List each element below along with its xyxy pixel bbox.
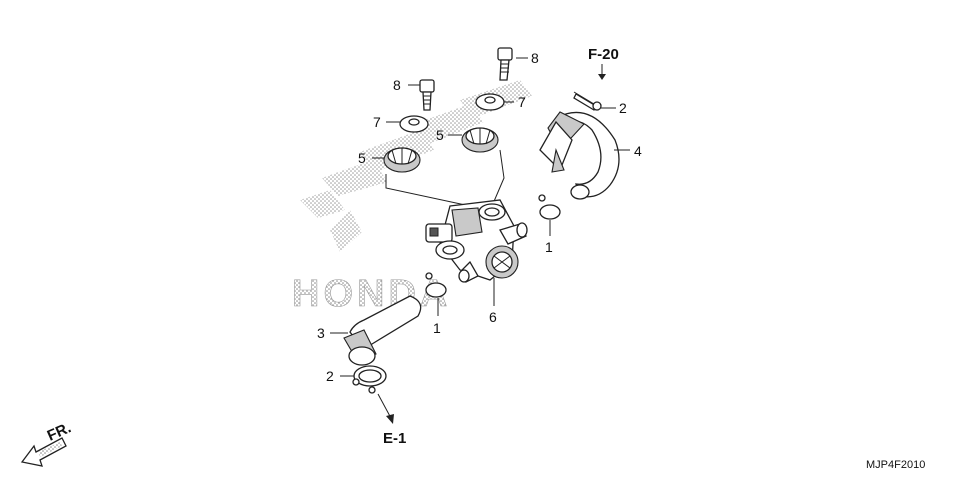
callout-4: 4: [634, 143, 642, 159]
callout-7-left: 7: [373, 114, 381, 130]
callout-3: 3: [317, 325, 325, 341]
clamp-2-upper: [573, 91, 602, 111]
guide-line-center: [491, 149, 505, 207]
honda-wing-watermark: [300, 80, 532, 252]
grommet-5-left: [383, 147, 421, 173]
callout-8-left: 8: [393, 77, 401, 93]
honda-watermark-text: HONDA: [292, 273, 451, 315]
arrow-to-e1: [377, 393, 394, 424]
ref-e1-label: E-1: [383, 430, 406, 447]
guide-line-left: [385, 174, 471, 207]
clamp-1-left: [425, 272, 447, 298]
front-direction-arrow-icon: [20, 437, 67, 467]
arrow-to-f20: [598, 64, 606, 80]
bolt-8-left: [419, 79, 435, 111]
callout-2-upper: 2: [619, 100, 627, 116]
callout-1-left: 1: [433, 320, 441, 336]
drawing-code: MJP4F2010: [866, 459, 925, 471]
callout-8-center: 8: [531, 50, 539, 66]
valve-6: [425, 199, 528, 283]
callout-5-center: 5: [436, 127, 444, 143]
hose-4: [539, 111, 620, 200]
ref-f20-label: F-20: [588, 46, 619, 63]
callout-7-center: 7: [518, 94, 526, 110]
callout-2-lower: 2: [326, 368, 334, 384]
callout-1-right: 1: [545, 239, 553, 255]
callout-6: 6: [489, 309, 497, 325]
hose-3: [343, 295, 422, 366]
washer-7-left: [399, 115, 429, 133]
clamp-1-right: [538, 194, 561, 220]
callout-5-left: 5: [358, 150, 366, 166]
grommet-5-center: [461, 127, 499, 153]
washer-7-center: [475, 93, 505, 111]
clamp-2-lower: [352, 365, 387, 394]
bolt-8-center: [497, 47, 513, 81]
front-direction-label: FR.: [45, 419, 74, 444]
